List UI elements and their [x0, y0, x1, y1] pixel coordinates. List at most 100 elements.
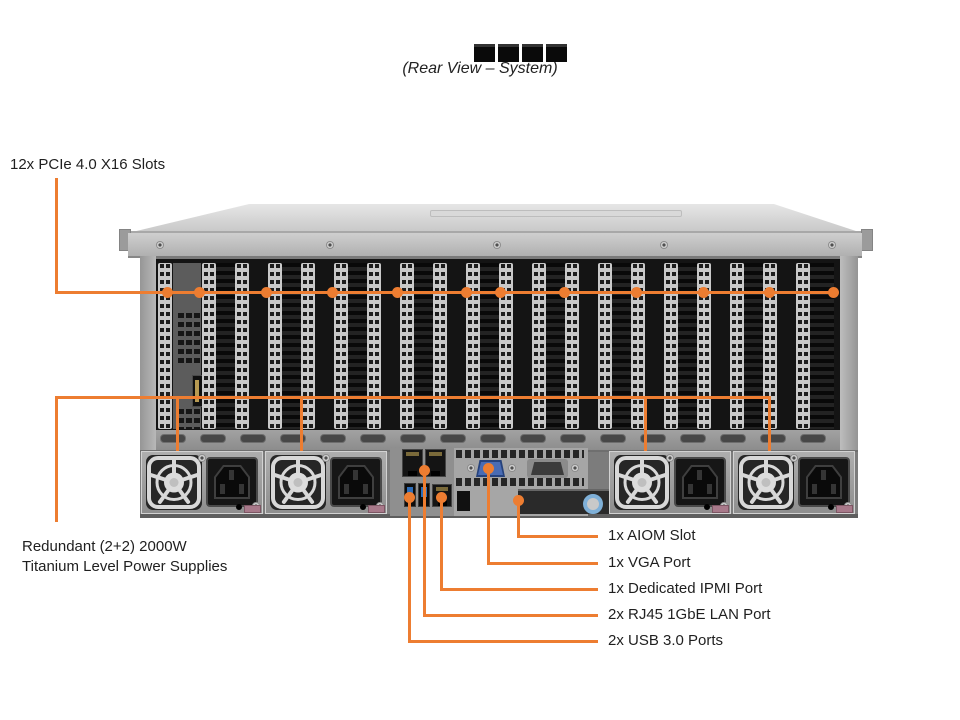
chassis-mid-band	[156, 430, 840, 450]
psu-label-line2: Titanium Level Power Supplies	[22, 558, 228, 575]
psu-button	[704, 504, 710, 510]
rear-io-label: 1x Dedicated IPMI Port	[608, 580, 763, 597]
callout-line	[517, 535, 598, 538]
pcie-bracket	[400, 263, 414, 429]
psu-button	[828, 504, 834, 510]
pcie-bracket	[301, 263, 315, 429]
pcie-bracket	[268, 263, 282, 429]
vent-slot	[440, 434, 466, 443]
psu-latch	[368, 505, 385, 513]
c14-socket	[214, 465, 250, 499]
screw	[326, 241, 334, 249]
chassis-bottom-edge	[140, 514, 858, 518]
card-heatsink	[282, 263, 301, 429]
psu-fan	[614, 455, 670, 510]
pcie-bracket	[631, 263, 645, 429]
c14-socket	[806, 465, 842, 499]
psu-module	[609, 451, 731, 514]
pcie-bracket	[664, 263, 678, 429]
vent-grid	[176, 409, 200, 429]
lan-port-2	[425, 449, 446, 477]
motherboard-io-block	[390, 448, 455, 516]
screw	[508, 464, 516, 472]
c14-pin	[220, 484, 225, 494]
pcie-bracket	[532, 263, 546, 429]
vent-slot	[720, 434, 746, 443]
vga-port	[476, 460, 505, 477]
psu-module	[265, 451, 387, 514]
psu-label-line1: Redundant (2+2) 2000W	[22, 538, 187, 555]
aiom-port	[546, 44, 567, 62]
lid-recess	[430, 210, 682, 217]
diagram-title: (Rear View – System)	[402, 60, 558, 77]
callout-line	[440, 588, 598, 591]
pcie-bracket	[466, 263, 480, 429]
vent-slot	[480, 434, 506, 443]
vent-slot	[640, 434, 666, 443]
callout-line	[423, 614, 598, 617]
screw	[571, 464, 579, 472]
rear-io-label: 2x USB 3.0 Ports	[608, 632, 724, 649]
screw	[828, 241, 836, 249]
chassis-top-lid	[128, 204, 862, 233]
vent-slot	[800, 434, 826, 443]
psu-button	[360, 504, 366, 510]
callout-line	[55, 178, 58, 294]
pcie-bracket	[334, 263, 348, 429]
lid-edge	[128, 231, 862, 233]
rack-ear-right	[861, 229, 873, 251]
c14-pin	[707, 484, 712, 494]
card-heatsink	[678, 263, 697, 429]
vent-slot	[200, 434, 226, 443]
c14-pin	[229, 470, 234, 480]
vent-slot	[600, 434, 626, 443]
vent-slot	[680, 434, 706, 443]
c14-pin	[697, 470, 702, 480]
aiom-port	[522, 44, 543, 62]
pcie-bracket	[565, 263, 579, 429]
screw	[198, 454, 206, 462]
vent-slot	[280, 434, 306, 443]
pcie-bracket	[499, 263, 513, 429]
screw	[660, 241, 668, 249]
pcie-bracket	[367, 263, 381, 429]
psu-fan	[270, 455, 326, 510]
psu-fan	[738, 455, 794, 510]
ac-inlet	[206, 457, 258, 507]
card-heatsink	[810, 263, 834, 429]
rear-io-label: 2x RJ45 1GbE LAN Port	[608, 606, 771, 623]
psu-module	[141, 451, 263, 514]
vent-slot	[400, 434, 426, 443]
c14-pin	[239, 484, 244, 494]
psu-label: Redundant (2+2) 2000W Titanium Level Pow…	[22, 537, 227, 577]
chassis-rail-right	[840, 256, 858, 450]
psu-latch	[244, 505, 261, 513]
card-heatsink	[744, 263, 763, 429]
screw	[493, 241, 501, 249]
pcie-slot-area	[156, 256, 840, 430]
c14-pin	[363, 484, 368, 494]
vent-row	[456, 478, 584, 486]
connector-gold-fingers	[195, 380, 199, 402]
pcie-bracket	[697, 263, 711, 429]
c14-pin	[831, 484, 836, 494]
vent-column	[173, 263, 218, 429]
aiom-port	[498, 44, 519, 62]
lan-port-1	[402, 449, 423, 477]
vent-slot	[520, 434, 546, 443]
pcie-bracket	[796, 263, 810, 429]
pcie-bracket	[433, 263, 447, 429]
callout-line	[487, 562, 598, 565]
card-heatsink	[216, 263, 235, 429]
callout-line	[55, 396, 58, 522]
vent-slot	[760, 434, 786, 443]
card-heatsink	[480, 263, 499, 429]
rear-io-label: 1x VGA Port	[608, 554, 691, 571]
card-heatsink	[546, 263, 565, 429]
screw	[666, 454, 674, 462]
pcie-bracket	[235, 263, 249, 429]
c14-pin	[353, 470, 358, 480]
vent-slot	[240, 434, 266, 443]
pcie-bracket	[202, 263, 216, 429]
